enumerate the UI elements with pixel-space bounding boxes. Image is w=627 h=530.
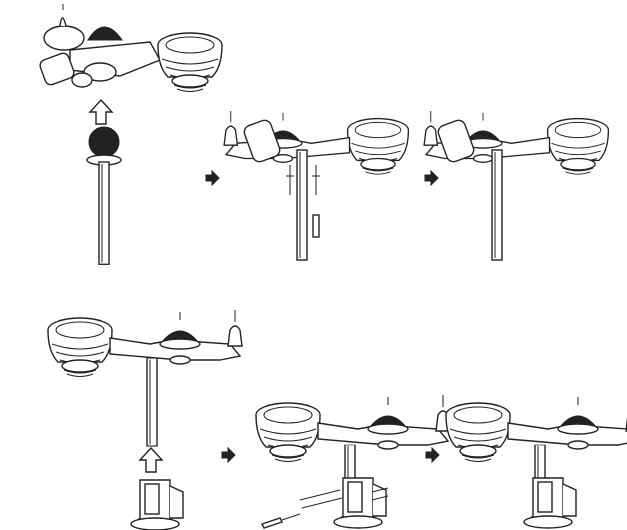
screws [261, 487, 389, 529]
arrow-right-icon [424, 170, 439, 186]
arrow-right-icon [205, 170, 220, 186]
step-6 [446, 395, 627, 529]
step-5 [256, 395, 450, 529]
arrow-right-icon [425, 447, 440, 463]
step-1 [39, 4, 223, 266]
pole-with-ball [86, 126, 122, 266]
step-4 [48, 310, 242, 530]
screws [286, 165, 320, 238]
arrow-right-icon [221, 447, 236, 463]
arrow-up-outline-icon [89, 99, 113, 125]
sensor-top-view [39, 4, 223, 93]
step-3 [424, 111, 608, 261]
arrow-up-outline-icon [139, 447, 163, 473]
step-2 [224, 111, 408, 261]
